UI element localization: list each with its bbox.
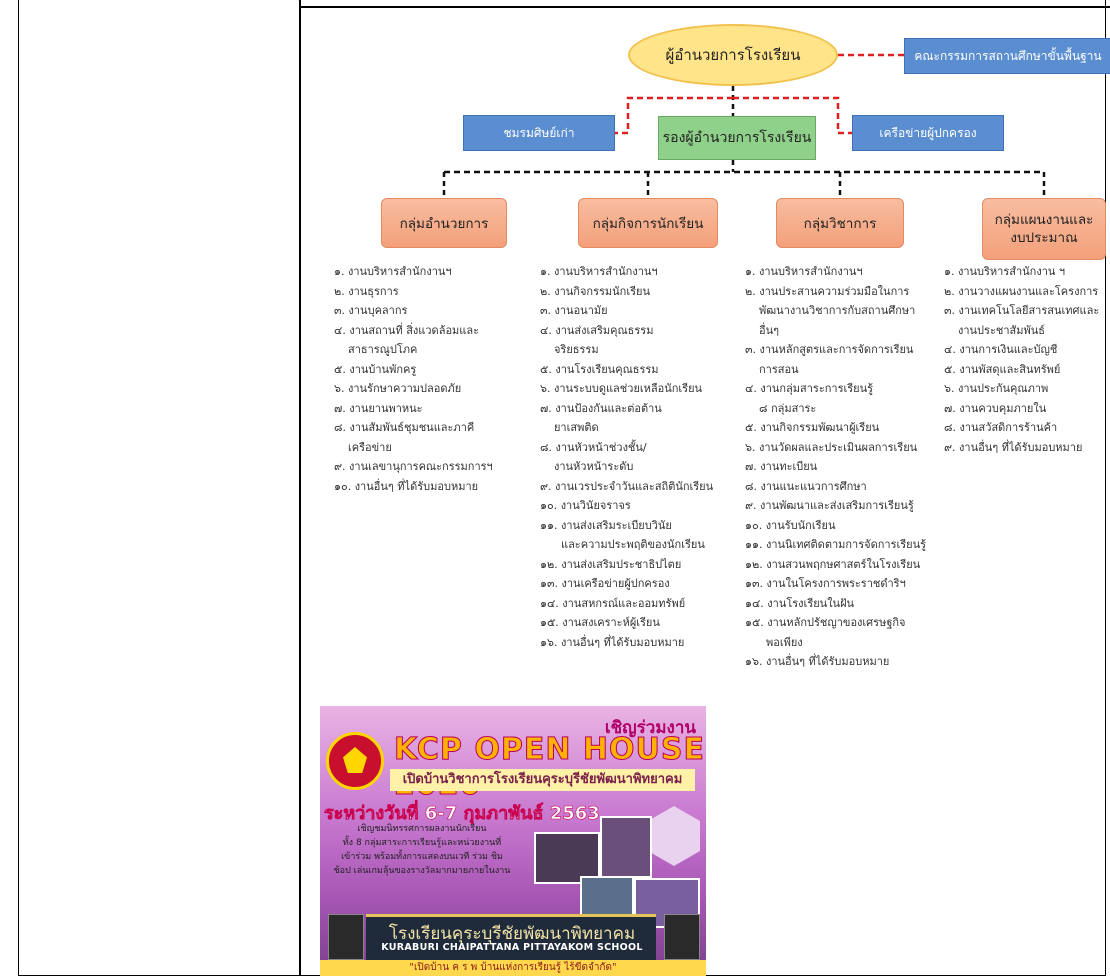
- task-item: ๓. งานเทคโนโลยีสารสนเทศและ: [944, 304, 1100, 317]
- task-item: ๙. งานเวรประจำวันและสถิตินักเรียน: [540, 479, 714, 493]
- poster-footer-slogan: "เปิดบ้าน ค ร พ บ้านแห่งการเรียนรู้ ไร้ข…: [320, 960, 706, 976]
- task-item: ๔. งานกลุ่มสาระการเรียนรู้: [745, 382, 874, 395]
- task-item: ๒. งานธุรการ: [334, 284, 399, 298]
- task-item: ๑๓. งานเครือข่ายผู้ปกครอง: [540, 577, 670, 590]
- task-item: ๖. งานรักษาความปลอดภัย: [334, 382, 462, 395]
- task-item: ๒. งานกิจกรรมนักเรียน: [540, 284, 650, 298]
- poster-photo: [534, 832, 600, 884]
- task-item: ๙. งานพัฒนาและส่งเสริมการเรียนรู้: [745, 499, 914, 512]
- task-item: ยาเสพติด: [540, 421, 599, 434]
- task-item: ๑๖. งานอื่นๆ ที่ได้รับมอบหมาย: [540, 635, 685, 649]
- task-item: ๑๐. งานวินัยจราจร: [540, 499, 631, 512]
- task-item: พัฒนางานวิชาการกับสถานศึกษา: [745, 304, 916, 317]
- task-item: ๕. งานพัสดุและสินทรัพย์: [944, 362, 1061, 376]
- poster-sign-left: [328, 914, 364, 960]
- row-top-border: [300, 6, 1110, 8]
- task-item: ๙. งานอื่นๆ ที่ได้รับมอบหมาย: [944, 440, 1083, 454]
- task-item: ๑๒. งานส่งเสริมประชาธิปไตย: [540, 557, 682, 571]
- school-emblem-icon: [326, 732, 384, 790]
- poster-title: KCP OPEN HOUSE 2020: [394, 732, 705, 803]
- poster-date: ระหว่างวันที่ 6-7 กุมภาพันธ์ 2563: [324, 803, 600, 825]
- task-item: ๙. งานเลขานุการคณะกรรมการฯ: [334, 460, 493, 473]
- task-item: ๑๐. งานอื่นๆ ที่ได้รับมอบหมาย: [334, 479, 479, 493]
- task-item: ๗. งานควบคุมภายใน: [944, 401, 1047, 415]
- task-item: ๑. งานบริหารสำนักงานฯ: [540, 265, 658, 278]
- task-item: ๔. งานส่งเสริมคุณธรรม: [540, 323, 654, 337]
- task-item: ๑๑. งานส่งเสริมระเบียบวินัย: [540, 518, 672, 532]
- org-chart-connectors: [442, 53, 1046, 198]
- task-item: ๓. งานหลักสูตรและการจัดการเรียน: [745, 343, 914, 356]
- parents-network-node: เครือข่ายผู้ปกครอง: [852, 115, 1004, 151]
- task-item: ๑. งานบริหารสำนักงานฯ: [334, 265, 452, 278]
- task-item: ๑๔. งานสหกรณ์และออมทรัพย์: [540, 596, 686, 610]
- task-item: ๒. งานประสานความร่วมมือในการ: [745, 284, 910, 298]
- task-item: ๗. งานยานพาหนะ: [334, 401, 423, 415]
- task-item: ๕. งานโรงเรียนคุณธรรม: [540, 362, 659, 376]
- task-item: ๑. งานบริหารสำนักงานฯ: [745, 265, 863, 278]
- group-planning-title-line2: งบประมาณ: [1010, 230, 1078, 246]
- task-item: ๘. งานสวัสดิการร้านค้า: [944, 421, 1058, 434]
- task-item: ๑๕. งานหลักปรัชญาของเศรษฐกิจ: [745, 616, 906, 629]
- group-planning-title-line1: กลุ่มแผนงานและ: [994, 211, 1094, 228]
- task-item: ๓. งานอนามัย: [540, 304, 608, 317]
- poster-invite: เชิญร่วมงาน: [604, 718, 696, 738]
- task-item: ๑๖. งานอื่นๆ ที่ได้รับมอบหมาย: [745, 655, 890, 668]
- task-item: อื่นๆ: [745, 323, 780, 337]
- task-item: ๒. งานวางแผนงานและโครงการ: [944, 284, 1099, 298]
- poster-description: เชิญชมนิทรรศการผลงานนักเรียน ทั้ง 8 กลุ่…: [333, 824, 511, 876]
- poster-school-name-thai: โรงเรียนคุระบุรีชัยพัฒนาพิทยาคม: [388, 924, 636, 944]
- task-item: ๘. งานแนะแนวการศึกษา: [745, 479, 867, 493]
- task-item: ๔. งานการเงินและบัญชี: [944, 343, 1058, 356]
- task-item: สาธารณูปโภค: [334, 343, 418, 356]
- group-student-affairs: กลุ่มกิจการนักเรียน: [578, 198, 718, 248]
- task-item: ๖. งานประกันคุณภาพ: [944, 382, 1049, 395]
- group-administration: กลุ่มอำนวยการ: [381, 198, 507, 248]
- deputy-director-node: รองผู้อำนวยการโรงเรียน: [658, 116, 816, 160]
- task-item: ๑๑. งานนิเทศติดตามการจัดการเรียนรู้: [745, 538, 927, 551]
- task-item: ๑. งานบริหารสำนักงาน ฯ: [944, 265, 1066, 278]
- task-item: และความประพฤติของนักเรียน: [540, 538, 705, 551]
- group-planning-budget: กลุ่มแผนงานและ งบประมาณ: [982, 198, 1106, 260]
- task-item: ๑๕. งานสงเคราะห์ผู้เรียน: [540, 616, 660, 629]
- poster-subtitle: เปิดบ้านวิชาการโรงเรียนคุระบุรีชัยพัฒนาพ…: [390, 769, 695, 791]
- task-item: พอเพียง: [745, 635, 803, 649]
- org-chart: ผู้อำนวยการโรงเรียน คณะกรรมการสถานศึกษาข…: [318, 12, 1110, 702]
- academic-task-list: ๑. งานบริหารสำนักงานฯ๒. งานประสานความร่ว…: [745, 262, 926, 672]
- task-item: ๔. งานสถานที่ สิ่งแวดล้อมและ: [334, 323, 480, 337]
- task-item: ๑๓. งานในโครงการพระราชดำริฯ: [745, 577, 906, 590]
- task-item: ๘. งานหัวหน้าช่วงชั้น/: [540, 440, 647, 454]
- student-affairs-task-list: ๑. งานบริหารสำนักงานฯ๒. งานกิจกรรมนักเรี…: [540, 262, 713, 652]
- poster-sign-right: [664, 914, 700, 960]
- task-item: เครือข่าย: [334, 440, 392, 454]
- administration-task-list: ๑. งานบริหารสำนักงานฯ๒. งานธุรการ๓. งานบ…: [334, 262, 493, 496]
- task-item: ๕. งานกิจกรรมพัฒนาผู้เรียน: [745, 421, 880, 434]
- task-item: ๖. งานระบบดูแลช่วยเหลือนักเรียน: [540, 382, 703, 395]
- task-item: ๖. งานวัดผลและประเมินผลการเรียน: [745, 440, 918, 454]
- poster-school-name-english: KURABURI CHAIPATTANA PITTAYAKOM SCHOOL: [381, 942, 643, 953]
- task-item: ๓. งานบุคลากร: [334, 304, 408, 317]
- alumni-node: ชมรมศิษย์เก่า: [463, 115, 615, 151]
- task-item: ๗. งานป้องกันและต่อต้าน: [540, 401, 662, 415]
- poster-hexagon-photo: [648, 806, 700, 866]
- task-item: จริยธรรม: [540, 343, 599, 356]
- task-item: ๕. งานบ้านพักครู: [334, 362, 417, 376]
- task-item: ๑๐. งานรับนักเรียน: [745, 518, 836, 532]
- task-item: ๑๔. งานโรงเรียนในฝัน: [745, 596, 855, 610]
- task-item: ๑๒. งานสวนพฤกษศาสตร์ในโรงเรียน: [745, 557, 921, 571]
- task-item: ๘ กลุ่มสาระ: [745, 401, 817, 415]
- task-item: การสอน: [745, 362, 799, 376]
- task-item: งานประชาสัมพันธ์: [944, 323, 1045, 337]
- school-gate: [366, 914, 656, 965]
- task-item: งานหัวหน้าระดับ: [540, 460, 634, 473]
- director-node: ผู้อำนวยการโรงเรียน: [628, 24, 838, 86]
- committee-node: คณะกรรมการสถานศึกษาขั้นพื้นฐาน: [904, 38, 1110, 74]
- column-divider: [299, 0, 301, 976]
- open-house-poster: เชิญร่วมงาน KCP OPEN HOUSE 2020 เปิดบ้าน…: [320, 706, 706, 976]
- poster-photo: [600, 816, 652, 878]
- task-item: ๗. งานทะเบียน: [745, 460, 818, 473]
- task-item: ๘. งานสัมพันธ์ชุมชนและภาคี: [334, 421, 475, 434]
- planning-budget-task-list: ๑. งานบริหารสำนักงาน ฯ๒. งานวางแผนงานและ…: [944, 262, 1099, 457]
- group-academic: กลุ่มวิชาการ: [776, 198, 904, 248]
